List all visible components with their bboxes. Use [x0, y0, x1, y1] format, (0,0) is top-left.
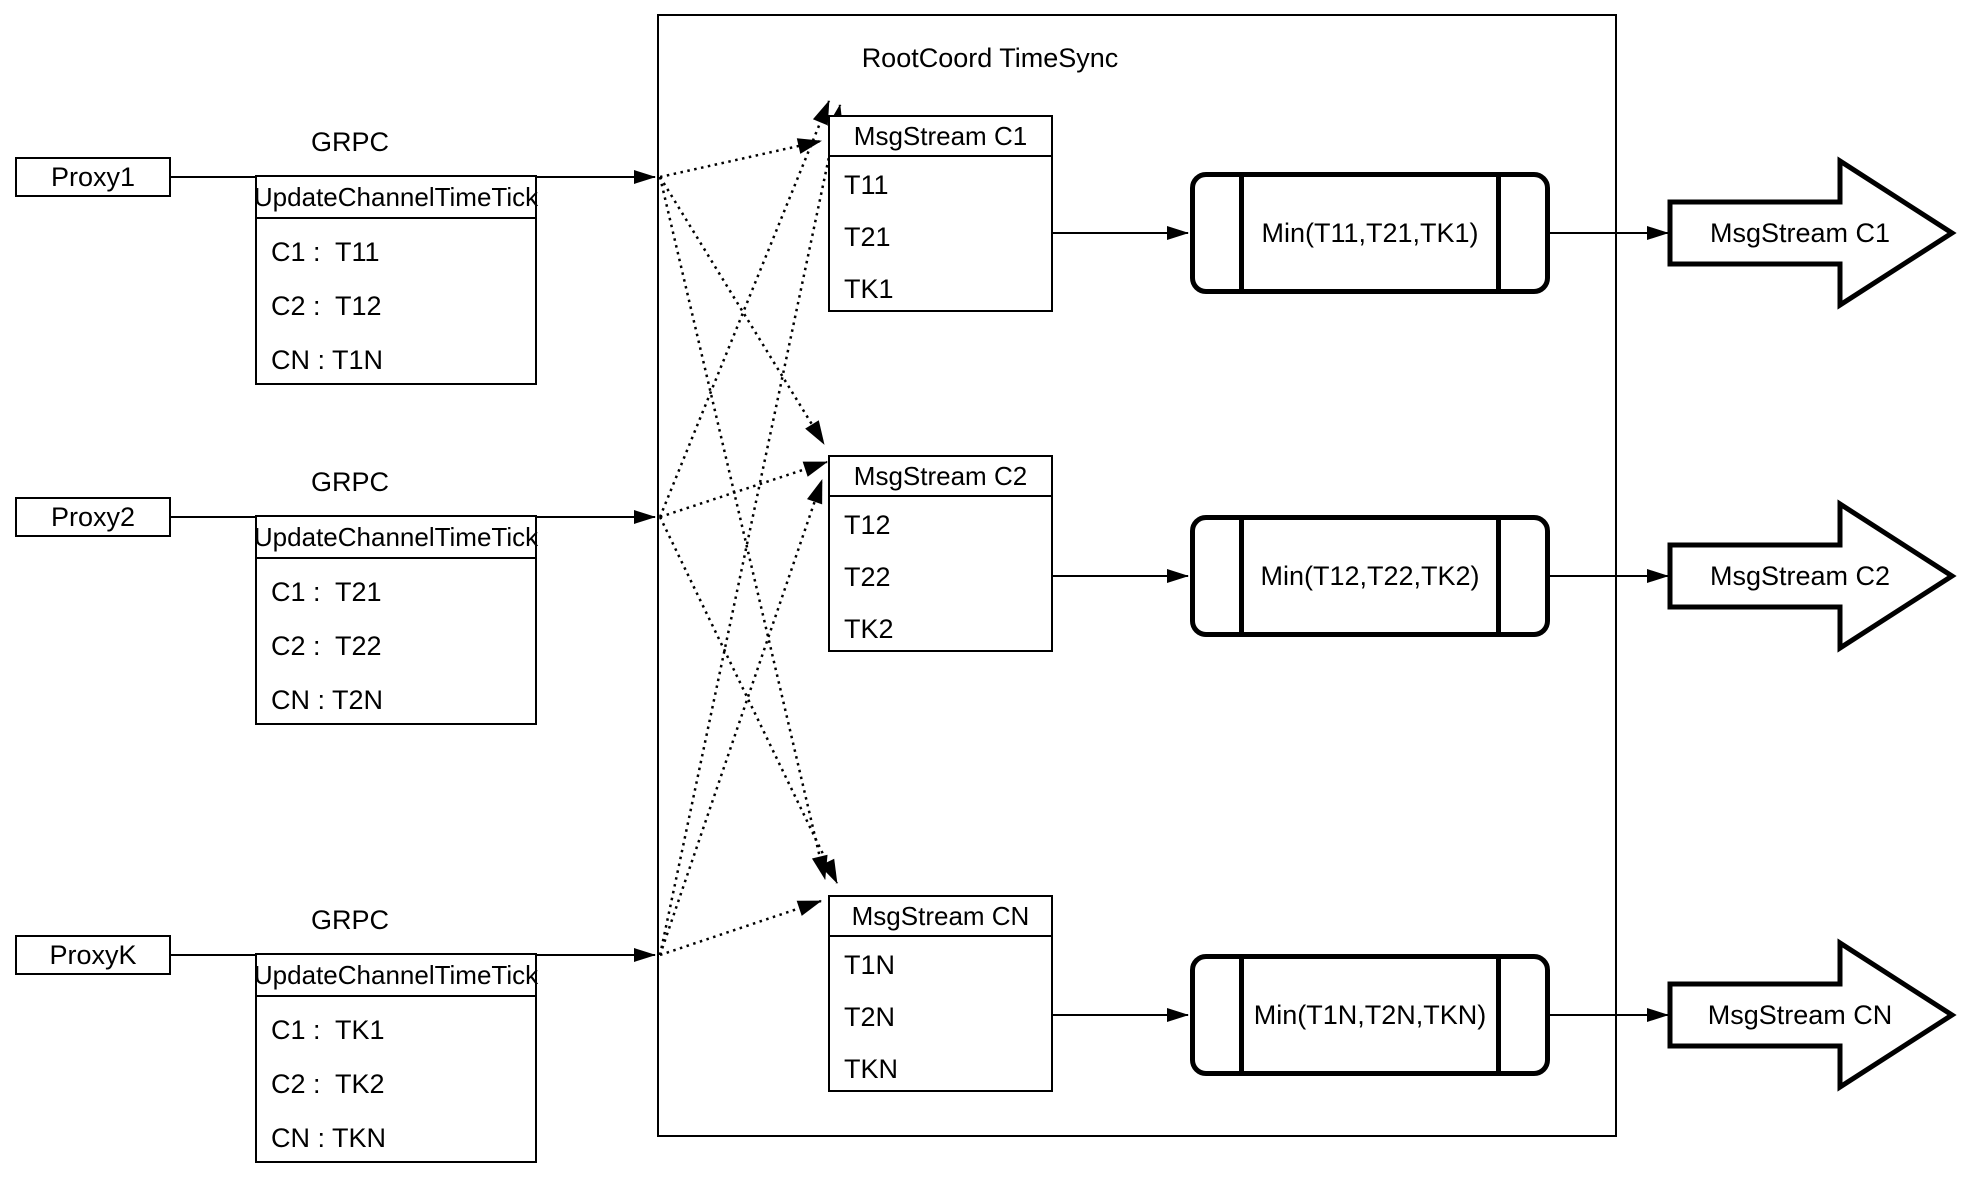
- min-process-box-c1: Min(T11,T21,TK1): [1190, 172, 1550, 294]
- proxyk-label: ProxyK: [49, 939, 137, 970]
- table-header: UpdateChannelTimeTick: [254, 955, 538, 997]
- process-bar-right: [1496, 959, 1501, 1071]
- table-row: C2 : T12: [271, 291, 382, 321]
- table-row: TK2: [844, 614, 894, 644]
- proxy1-label: Proxy1: [50, 161, 136, 192]
- min-process-box-c2: Min(T12,T22,TK2): [1190, 515, 1550, 637]
- msgstream-table-cn: MsgStream CN T1N T2N TKN: [828, 895, 1053, 1092]
- dotted-arrow-p2-c2: [659, 460, 828, 519]
- dotted-arrow-pk-c1: [658, 104, 844, 956]
- grpc-label-row3: GRPC: [310, 905, 389, 935]
- process-bar-left: [1239, 177, 1244, 289]
- table-row: C1 : TK1: [271, 1015, 385, 1045]
- table-row: T1N: [844, 950, 896, 980]
- table-row: C2 : TK2: [271, 1069, 385, 1099]
- table-row: T11: [844, 170, 889, 200]
- table-row: CN : T2N: [271, 685, 384, 715]
- dotted-arrow-pk-cn: [659, 899, 822, 957]
- table-row: T21: [844, 222, 891, 252]
- proxyk-box: ProxyK: [15, 935, 171, 975]
- min-label: Min(T12,T22,TK2): [1260, 560, 1480, 591]
- dotted-arrow-p2-c1: [658, 100, 831, 518]
- table-row: C1 : T11: [271, 237, 380, 267]
- table-row: T12: [844, 510, 891, 540]
- msgstream-table-c2: MsgStream C2 T12 T22 TK2: [828, 455, 1053, 652]
- table-row: C2 : T22: [271, 631, 382, 661]
- table-row: CN : T1N: [271, 345, 384, 375]
- output-arrow-label-c1: MsgStream C1: [1709, 218, 1891, 248]
- proxy2-box: Proxy2: [15, 497, 171, 537]
- update-timetick-table-proxy2: UpdateChannelTimeTick C1 : T21 C2 : T22 …: [254, 515, 538, 725]
- proxy2-label: Proxy2: [50, 501, 136, 532]
- output-arrow-shape-c1: [1667, 156, 1957, 310]
- table-header: MsgStream C1: [830, 117, 1051, 157]
- output-arrow-label-cn: MsgStream CN: [1707, 1000, 1893, 1030]
- table-row: CN : TKN: [271, 1123, 387, 1153]
- proxy1-box: Proxy1: [15, 157, 171, 197]
- min-label: Min(T11,T21,TK1): [1261, 217, 1479, 248]
- output-arrow-label-c2: MsgStream C2: [1709, 561, 1891, 591]
- grpc-label-row1: GRPC: [310, 127, 389, 157]
- table-header: UpdateChannelTimeTick: [254, 177, 538, 219]
- rootcoord-container: [657, 14, 1617, 1137]
- process-bar-left: [1239, 520, 1244, 632]
- table-header: MsgStream CN: [830, 897, 1051, 937]
- dotted-arrow-p1-c2: [658, 176, 826, 445]
- min-label: Min(T1N,T2N,TKN): [1253, 999, 1487, 1030]
- dotted-arrow-p2-cn: [658, 516, 839, 884]
- process-bar-right: [1496, 520, 1501, 632]
- rootcoord-title: RootCoord TimeSync: [861, 43, 1119, 73]
- output-arrow-shape-cn: [1667, 938, 1957, 1092]
- table-row: TKN: [844, 1054, 898, 1084]
- grpc-label-row2: GRPC: [310, 467, 389, 497]
- min-process-box-cn: Min(T1N,T2N,TKN): [1190, 954, 1550, 1076]
- update-timetick-table-proxyk: UpdateChannelTimeTick C1 : TK1 C2 : TK2 …: [254, 953, 538, 1163]
- table-row: T22: [844, 562, 891, 592]
- table-row: C1 : T21: [271, 577, 382, 607]
- table-row: T2N: [844, 1002, 896, 1032]
- process-bar-right: [1496, 177, 1501, 289]
- table-header: UpdateChannelTimeTick: [254, 517, 538, 559]
- output-arrow-shape-c2: [1667, 499, 1957, 653]
- update-timetick-table-proxy1: UpdateChannelTimeTick C1 : T11 C2 : T12 …: [254, 175, 538, 385]
- process-bar-left: [1239, 959, 1244, 1071]
- table-row: TK1: [844, 274, 894, 304]
- table-header: MsgStream C2: [830, 457, 1051, 497]
- dotted-arrow-p1-cn: [658, 176, 828, 880]
- msgstream-table-c1: MsgStream C1 T11 T21 TK1: [828, 115, 1053, 312]
